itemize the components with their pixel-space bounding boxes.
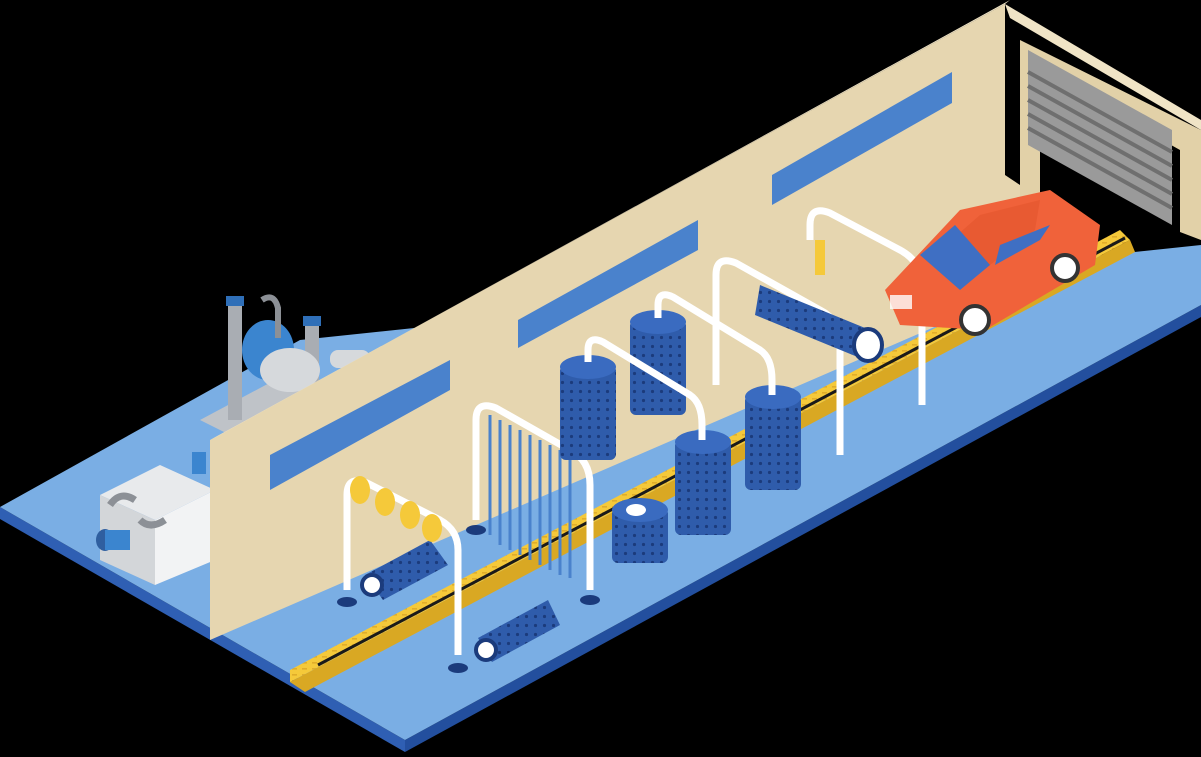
window-3: [772, 72, 952, 205]
foam-applicators: [337, 476, 468, 673]
wheel-rollers: [360, 540, 560, 662]
window-1: [270, 360, 450, 490]
cloth-curtain: [466, 402, 600, 605]
top-brush: [712, 257, 884, 455]
garage-door: [1027, 50, 1173, 225]
vertical-brushes: [560, 291, 801, 563]
car: [885, 190, 1100, 336]
window-2: [518, 220, 698, 348]
